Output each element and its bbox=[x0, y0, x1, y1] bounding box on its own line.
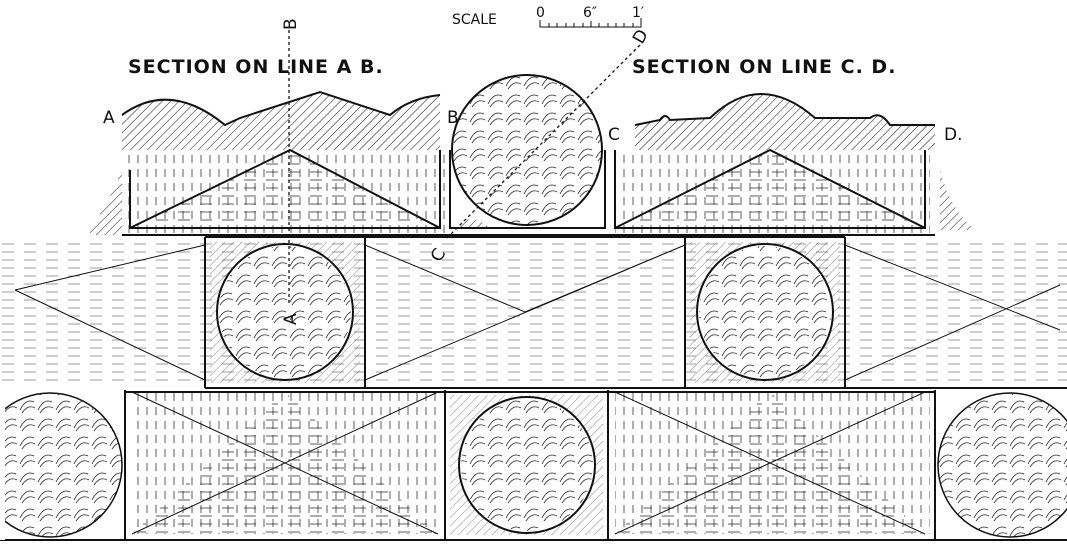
scale-bar: SCALE 0 6″ 1′ bbox=[452, 5, 644, 28]
scale-label: SCALE bbox=[452, 12, 497, 28]
roller-circle bbox=[219, 246, 351, 378]
label-a: A bbox=[103, 108, 115, 128]
roller-circle bbox=[451, 74, 603, 226]
roller-circle bbox=[0, 392, 123, 538]
line-label-a: A bbox=[281, 313, 301, 325]
section-profile-cd bbox=[634, 93, 935, 150]
section-line-cd bbox=[444, 44, 641, 241]
row-middle bbox=[0, 236, 1067, 389]
roller-circle bbox=[699, 246, 831, 378]
line-label-b: B bbox=[281, 18, 301, 30]
scale-mid: 6″ bbox=[583, 5, 597, 21]
row-top bbox=[90, 74, 975, 236]
label-d: D. bbox=[944, 125, 963, 145]
label-b: B bbox=[447, 108, 459, 128]
roller-circle bbox=[461, 399, 593, 531]
roller-circle bbox=[937, 392, 1067, 538]
scale-zero: 0 bbox=[536, 5, 545, 21]
label-c: C bbox=[608, 125, 620, 145]
scale-end: 1′ bbox=[632, 5, 644, 21]
row-bottom bbox=[0, 390, 1067, 541]
title-section-cd: SECTION ON LINE C. D. bbox=[632, 56, 896, 78]
line-label-d: D bbox=[629, 26, 653, 47]
section-profile-ab bbox=[121, 90, 441, 150]
title-section-ab: SECTION ON LINE A B. bbox=[128, 56, 384, 78]
